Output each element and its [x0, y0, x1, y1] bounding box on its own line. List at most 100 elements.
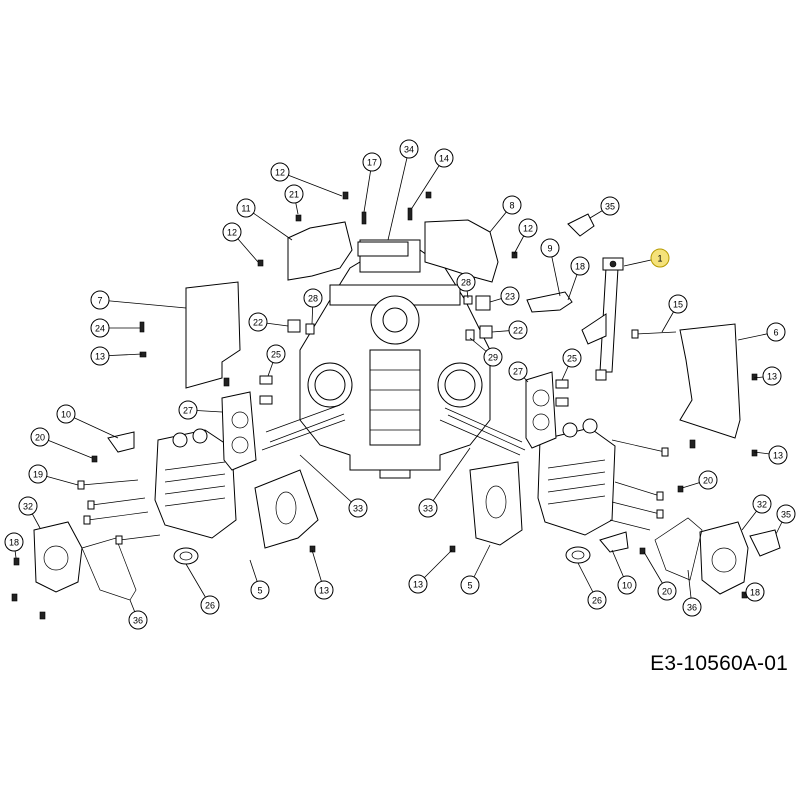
bolts-right	[609, 439, 669, 531]
callout-number: 18	[9, 538, 19, 548]
callout-number: 28	[308, 294, 318, 304]
callout-35: 35	[776, 504, 796, 524]
leader-line	[299, 454, 359, 509]
valve-cover-left	[33, 521, 83, 593]
callout-number: 9	[547, 244, 552, 254]
callout-bubble	[540, 238, 560, 258]
callout-number: 13	[319, 586, 329, 596]
callout-13: 13	[762, 366, 782, 386]
callout-number: 27	[183, 406, 193, 416]
callout-bubble	[408, 574, 428, 594]
callout-24: 24	[90, 318, 110, 338]
callout-number: 27	[513, 367, 523, 377]
callout-bubble	[502, 195, 522, 215]
callout-29: 29	[483, 347, 503, 367]
valve-cover-right	[699, 521, 749, 595]
cylinder-head-right	[537, 418, 616, 536]
callout-number: 33	[423, 504, 433, 514]
callout-number: 5	[467, 581, 472, 591]
long-bolt	[631, 329, 677, 339]
callout-number: 22	[513, 326, 523, 336]
callout-10: 10	[617, 575, 637, 595]
callout-bubble	[500, 286, 520, 306]
callout-bubble	[250, 580, 270, 600]
cylinder-head-left	[154, 428, 237, 539]
engine-block	[299, 239, 491, 479]
callout-12: 12	[270, 162, 290, 182]
callout-number: 34	[404, 145, 414, 155]
exhaust-gasket-right	[565, 546, 591, 564]
leader-line	[387, 148, 410, 241]
callout-bubble	[418, 498, 438, 518]
callout-bubble	[90, 318, 110, 338]
callout-number: 28	[461, 278, 471, 288]
callout-number: 26	[592, 596, 602, 606]
callout-number: 15	[673, 300, 683, 310]
callout-bubble	[570, 256, 590, 276]
callout-number: 21	[289, 190, 299, 200]
callout-28: 28	[303, 288, 323, 308]
callout-20: 20	[698, 470, 718, 490]
callout-number: 18	[750, 588, 760, 598]
shroud-left	[287, 221, 353, 281]
leader-line	[65, 413, 119, 439]
callout-number: 12	[275, 168, 285, 178]
callout-bubble	[56, 404, 76, 424]
callout-number: 20	[703, 476, 713, 486]
callout-25: 25	[266, 344, 286, 364]
callout-5: 5	[460, 575, 480, 595]
callout-number: 25	[567, 354, 577, 364]
parts-artwork	[11, 191, 781, 620]
callout-20: 20	[30, 427, 50, 447]
callout-bubble	[270, 162, 290, 182]
callout-18: 18	[745, 582, 765, 602]
callout-35: 35	[600, 196, 620, 216]
callout-15: 15	[668, 294, 688, 314]
callout-bubble	[752, 494, 772, 514]
callout-bubble	[222, 222, 242, 242]
callout-number: 24	[95, 324, 105, 334]
callout-bubble	[303, 288, 323, 308]
callout-number: 14	[439, 154, 449, 164]
callout-number: 12	[227, 228, 237, 238]
callout-19: 19	[28, 464, 48, 484]
callout-bubble	[314, 580, 334, 600]
callout-bubble	[348, 498, 368, 518]
callout-bubble	[90, 346, 110, 366]
callout-number: 5	[257, 586, 262, 596]
callout-22: 22	[248, 312, 268, 332]
callout-bubble	[657, 581, 677, 601]
callout-number: 35	[605, 202, 615, 212]
callout-number: 13	[767, 372, 777, 382]
callout-17: 17	[362, 152, 382, 172]
callout-bubble	[90, 290, 110, 310]
callout-bubble	[776, 504, 796, 524]
callout-bubble	[762, 366, 782, 386]
callout-9: 9	[540, 238, 560, 258]
leader-line	[427, 447, 471, 509]
callout-bubble	[399, 139, 419, 159]
callout-28: 28	[456, 272, 476, 292]
callout-number: 13	[413, 580, 423, 590]
callout-bubble	[128, 610, 148, 630]
callout-number: 32	[757, 500, 767, 510]
callout-33: 33	[348, 498, 368, 518]
callout-32: 32	[752, 494, 772, 514]
callout-bubble	[562, 348, 582, 368]
callout-bubble	[30, 427, 50, 447]
callout-number: 36	[133, 616, 143, 626]
callout-bubble	[698, 470, 718, 490]
callout-33: 33	[418, 498, 438, 518]
callout-bubble	[200, 595, 220, 615]
baffle-left	[185, 281, 241, 389]
callout-number: 29	[488, 353, 498, 363]
callout-36: 36	[682, 597, 702, 617]
callout-bubble	[456, 272, 476, 292]
callout-32: 32	[18, 496, 38, 516]
bolts-left	[77, 479, 161, 545]
callout-number: 17	[367, 158, 377, 168]
callout-21: 21	[284, 184, 304, 204]
callout-number: 8	[509, 201, 514, 211]
callout-13: 13	[768, 445, 788, 465]
callout-18: 18	[4, 532, 24, 552]
